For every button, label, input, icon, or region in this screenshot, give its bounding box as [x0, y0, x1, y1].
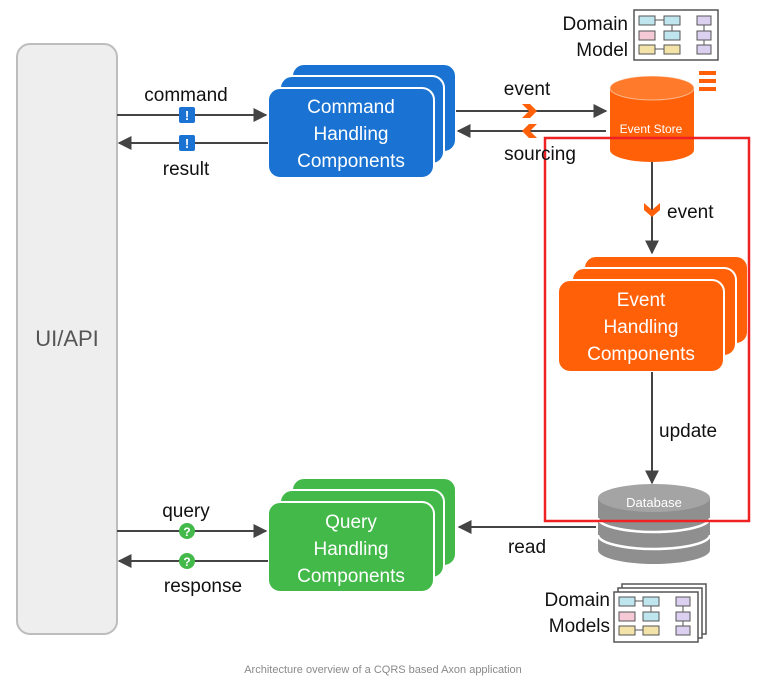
query-handling-line2: Handling — [314, 539, 389, 560]
event-chevron-down-icon — [644, 203, 660, 217]
result-label: result — [163, 159, 210, 180]
domain-models: Domain Models — [545, 583, 707, 643]
update-arrow: update — [645, 372, 717, 485]
command-handling-line2: Handling — [314, 124, 389, 145]
domain-model-line2: Model — [576, 40, 628, 61]
query-handling-line3: Components — [297, 566, 405, 587]
sourcing-chevron-left-icon — [522, 124, 537, 138]
response-label: response — [164, 576, 242, 597]
domain-models-line2: Models — [549, 616, 610, 637]
cqrs-architecture-diagram: UI/API Command Handling Components Query… — [16, 9, 751, 643]
domain-model-line1: Domain — [563, 14, 628, 35]
result-exclamation-icon: ! — [179, 135, 195, 151]
event-handling-line2: Handling — [604, 317, 679, 338]
event-to-store-arrow: event — [456, 79, 608, 118]
query-arrow: query ? — [117, 501, 268, 539]
event-to-store-label: event — [504, 79, 551, 100]
command-exclamation-icon: ! — [179, 107, 195, 123]
read-label: read — [508, 537, 546, 558]
event-store: Event Store — [609, 75, 695, 162]
database: Database — [596, 484, 712, 564]
command-arrow: command ! — [117, 85, 268, 123]
query-label: query — [162, 501, 210, 522]
event-down-label: event — [667, 202, 714, 223]
event-handling-line1: Event — [617, 290, 666, 311]
event-store-stack-icon — [699, 71, 716, 91]
ui-api-panel: UI/API — [16, 43, 118, 635]
domain-models-line1: Domain — [545, 590, 610, 611]
query-question-icon: ? — [179, 523, 195, 539]
sourcing-arrow: sourcing — [456, 124, 606, 165]
command-label: command — [144, 85, 227, 106]
event-side-highlight — [543, 136, 751, 523]
command-handling-line3: Components — [297, 151, 405, 172]
domain-model: Domain Model — [563, 9, 719, 61]
read-arrow: read — [457, 520, 596, 558]
svg-text:?: ? — [183, 525, 190, 539]
ui-api-label: UI/API — [35, 326, 99, 351]
event-down-arrow: event — [644, 162, 714, 255]
domain-models-icon — [613, 583, 707, 643]
event-chevron-right-icon — [522, 104, 537, 118]
command-handling-line1: Command — [307, 97, 395, 118]
svg-text:!: ! — [185, 136, 189, 151]
event-store-label: Event Store — [620, 122, 683, 136]
response-arrow: response ? — [117, 553, 268, 597]
result-arrow: result ! — [117, 135, 268, 180]
domain-model-icon — [633, 9, 719, 61]
update-label: update — [659, 421, 717, 442]
sourcing-label: sourcing — [504, 144, 576, 165]
svg-text:!: ! — [185, 108, 189, 123]
query-handling-line1: Query — [325, 512, 377, 533]
event-handling-components: Event Handling Components — [557, 255, 749, 373]
event-handling-line3: Components — [587, 344, 695, 365]
svg-text:?: ? — [183, 555, 190, 569]
figure-caption: Architecture overview of a CQRS based Ax… — [244, 664, 522, 676]
command-handling-components: Command Handling Components — [267, 63, 457, 179]
database-label: Database — [626, 495, 682, 510]
query-handling-components: Query Handling Components — [267, 477, 457, 593]
response-question-icon: ? — [179, 553, 195, 569]
